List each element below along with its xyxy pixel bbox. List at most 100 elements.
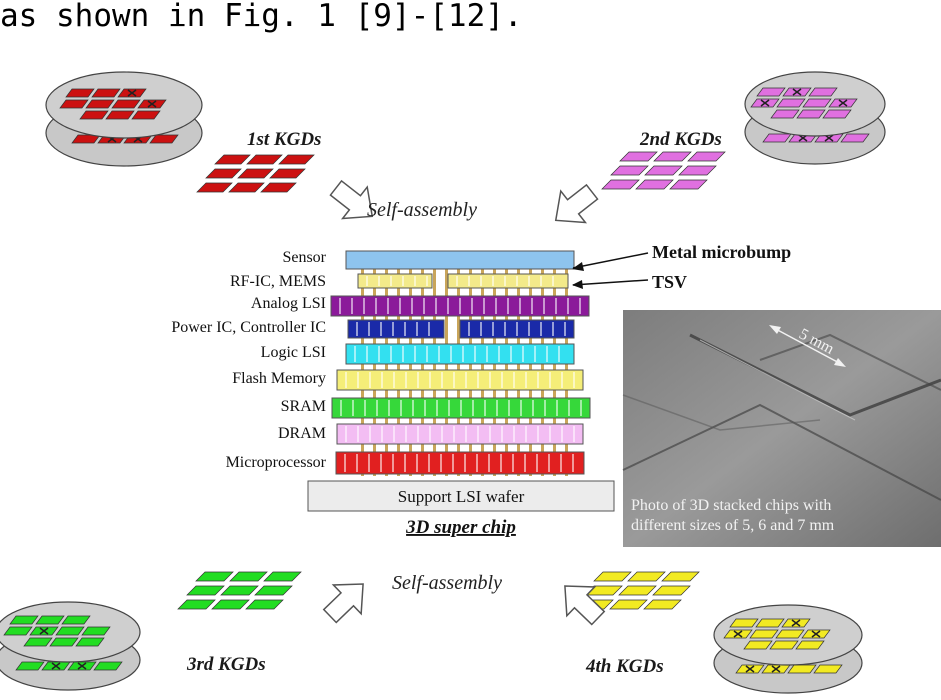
tsv-post (411, 298, 413, 314)
kgd-chip (131, 110, 161, 120)
tsv-post (354, 346, 356, 362)
tsv-arrowhead (572, 280, 583, 289)
tsv-post (468, 276, 470, 286)
tsv-post (513, 372, 515, 388)
wafer-bottom-chips (735, 664, 843, 674)
tsv-post (402, 276, 404, 286)
kgd-chip (729, 618, 759, 628)
kgd-chip (81, 626, 111, 636)
tsv-post (519, 298, 521, 314)
kgd-chip (609, 599, 648, 610)
tsv-post (525, 426, 527, 442)
wafer-top-chips (723, 618, 831, 650)
tsv-post (459, 298, 461, 314)
stack-layer (336, 369, 584, 391)
tsv-post (492, 322, 494, 336)
tsv-post (400, 400, 402, 416)
kgd-chip (678, 165, 717, 176)
kgd-chip (211, 599, 250, 610)
kgd-chip (802, 98, 832, 108)
tsv-post (480, 276, 482, 286)
tsv-post (405, 372, 407, 388)
kgd-chip (822, 109, 852, 119)
tsv-post (474, 346, 476, 362)
kgd-chip (177, 599, 216, 610)
kgd-chip (776, 98, 806, 108)
tsv-post (417, 426, 419, 442)
kgd-chip (195, 571, 234, 582)
tsv-post (488, 454, 490, 472)
kgd-chip (635, 179, 674, 190)
kgd-chip (245, 599, 284, 610)
self-assembly-label-top: Self-assembly (367, 199, 477, 221)
tsv-post (392, 454, 394, 472)
callout-microbump: Metal microbump (652, 242, 791, 262)
kgd-chip (3, 626, 33, 636)
tsv-post (369, 372, 371, 388)
kgd-chip (237, 168, 274, 179)
kgd-chip (55, 626, 85, 636)
tsv-post (441, 372, 443, 388)
tsv-post (357, 426, 359, 442)
kgd-chip (627, 571, 666, 582)
tsv-post (357, 372, 359, 388)
kgd-chip (755, 618, 785, 628)
callout-tsv: TSV (652, 272, 687, 292)
kgd-chip (743, 640, 773, 650)
tsv-post (492, 276, 494, 286)
tsv-post (414, 346, 416, 362)
tsv-post (525, 372, 527, 388)
tsv-post (560, 454, 562, 472)
tsv-post (352, 400, 354, 416)
tsv-post (548, 454, 550, 472)
tsv-post (549, 372, 551, 388)
tsv-post (465, 426, 467, 442)
wafer-bottom-chips (15, 661, 123, 671)
tsv-post (390, 346, 392, 362)
kgd-chip (269, 168, 306, 179)
tsv-post (404, 322, 406, 336)
kgd-chip (769, 640, 799, 650)
photo-caption-line2: different sizes of 5, 6 and 7 mm (631, 517, 835, 534)
defect-mark (760, 99, 770, 107)
tsv-post (534, 346, 536, 362)
tsv-post (501, 426, 503, 442)
tsv-post (344, 454, 346, 472)
self-assembly-label-bottom: Self-assembly (392, 572, 502, 594)
defect-mark (811, 630, 821, 638)
kgd-chip (749, 629, 779, 639)
tsv-post (472, 400, 474, 416)
tsv-post (441, 426, 443, 442)
tsv-post (498, 346, 500, 362)
tsv-post (555, 298, 557, 314)
tsv-post (390, 276, 392, 286)
tsv-post (340, 400, 342, 416)
kgd-chip (618, 585, 657, 596)
tsv-post (388, 400, 390, 416)
tsv-post (392, 322, 394, 336)
tsv-post (426, 276, 428, 286)
kgd-chip (653, 151, 692, 162)
layer-label: Power IC, Controller IC (171, 319, 326, 336)
tsv-post (453, 372, 455, 388)
kgd-chip (214, 154, 251, 165)
tsv-post (429, 372, 431, 388)
kgd-chip (254, 585, 293, 596)
tsv-post (452, 454, 454, 472)
tsv-post (376, 400, 378, 416)
kgd-chip (840, 133, 870, 143)
wafer-top-chips (750, 87, 858, 119)
arrow-bottom-left (322, 583, 364, 624)
chip-array-1st-kgds (196, 154, 315, 193)
kgd-chip (808, 87, 838, 97)
kgd-chip (91, 88, 121, 98)
tsv-post (363, 298, 365, 314)
tsv-post (501, 372, 503, 388)
tsv-post (489, 426, 491, 442)
tsv-post (381, 372, 383, 388)
tsv-post (426, 346, 428, 362)
tsv-post (440, 454, 442, 472)
tsv-post (368, 454, 370, 472)
support-wafer-label: Support LSI wafer (398, 487, 525, 506)
tsv-post (393, 372, 395, 388)
